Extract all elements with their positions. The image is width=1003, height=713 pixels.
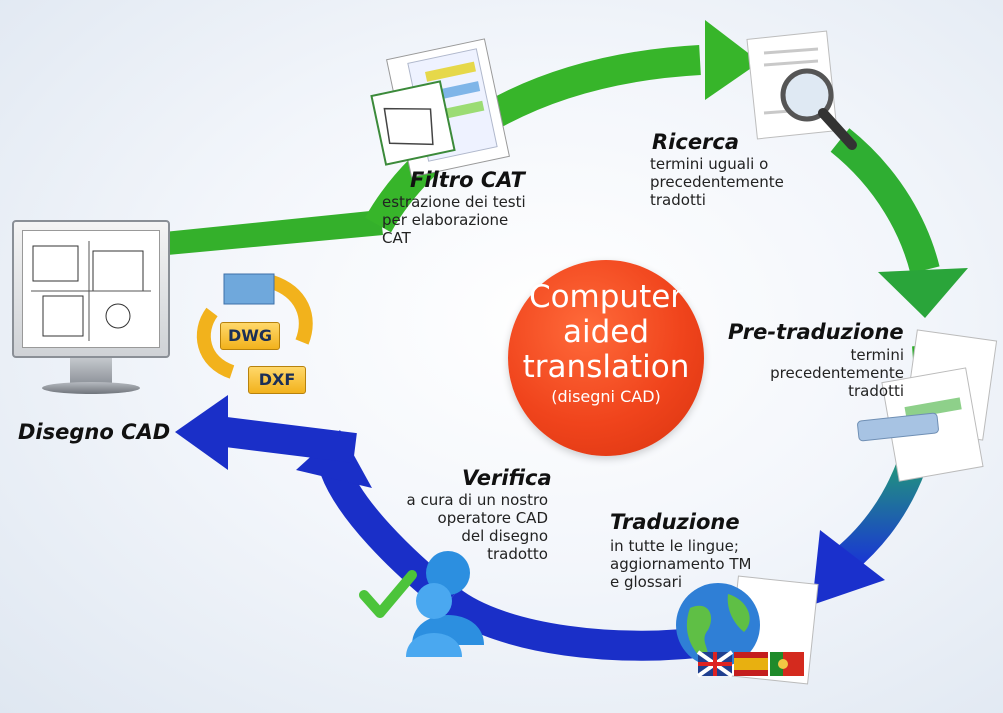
dwg-badge: DWG [220,322,280,350]
traduzione-desc-line: in tutte le lingue; [610,537,739,555]
arrowhead-pretrad [878,268,968,318]
monitor-icon [12,220,170,400]
ricerca-desc-line: termini uguali o [650,155,769,173]
center-circle: Computer aided translation (disegni CAD) [508,260,704,456]
spreadsheet-icon [370,38,510,178]
globe-flags-icon [676,575,819,685]
pretrad-title: Pre-traduzione [728,320,904,344]
traduzione-desc-line: e glossari [610,573,683,591]
magnifier-doc-icon [746,30,857,150]
filtro-desc-line: CAT [382,229,411,247]
ricerca-desc: termini uguali o precedentemente tradott… [650,155,784,209]
user-check-icon [359,551,484,657]
documents-icon [857,329,998,482]
arrowhead-ricerca [705,20,760,100]
verifica-desc-line: a cura di un nostro [406,491,548,509]
verifica-title: Verifica [462,466,552,490]
arrowhead-traduzione [812,530,885,605]
dwg-dxf-icon [196,273,313,379]
traduzione-title: Traduzione [610,510,740,534]
filtro-title: Filtro CAT [410,168,525,192]
arrow-ricerca-to-pretrad [830,128,940,274]
traduzione-desc-line: aggiornamento TM [610,555,752,573]
pretrad-desc-line: termini [850,346,904,364]
center-line-3: translation [522,349,690,385]
verifica-desc-line: del disegno [461,527,548,545]
arrow-to-disegno [208,415,357,463]
pretrad-desc-line: tradotti [848,382,904,400]
center-line-1: Computer [528,279,684,315]
verifica-desc-line: operatore CAD [437,509,548,527]
center-line-2: aided [562,314,650,350]
filtro-desc: estrazione dei testi per elaborazione CA… [382,193,526,247]
pretrad-desc: termini precedentemente tradotti [738,346,904,400]
filtro-desc-line: estrazione dei testi [382,193,526,211]
verifica-desc-line: tradotto [487,545,548,563]
center-line-4: (disegni CAD) [551,387,661,406]
disegno-title: Disegno CAD [18,420,171,444]
verifica-desc: a cura di un nostro operatore CAD del di… [360,491,548,563]
ricerca-desc-line: precedentemente [650,173,784,191]
filtro-desc-line: per elaborazione [382,211,509,229]
pretrad-desc-line: precedentemente [770,364,904,382]
arrowhead-disegno [175,395,228,470]
ricerca-desc-line: tradotti [650,191,706,209]
ricerca-title: Ricerca [652,130,740,154]
dxf-badge: DXF [248,366,306,394]
traduzione-desc: in tutte le lingue; aggiornamento TM e g… [610,537,751,591]
